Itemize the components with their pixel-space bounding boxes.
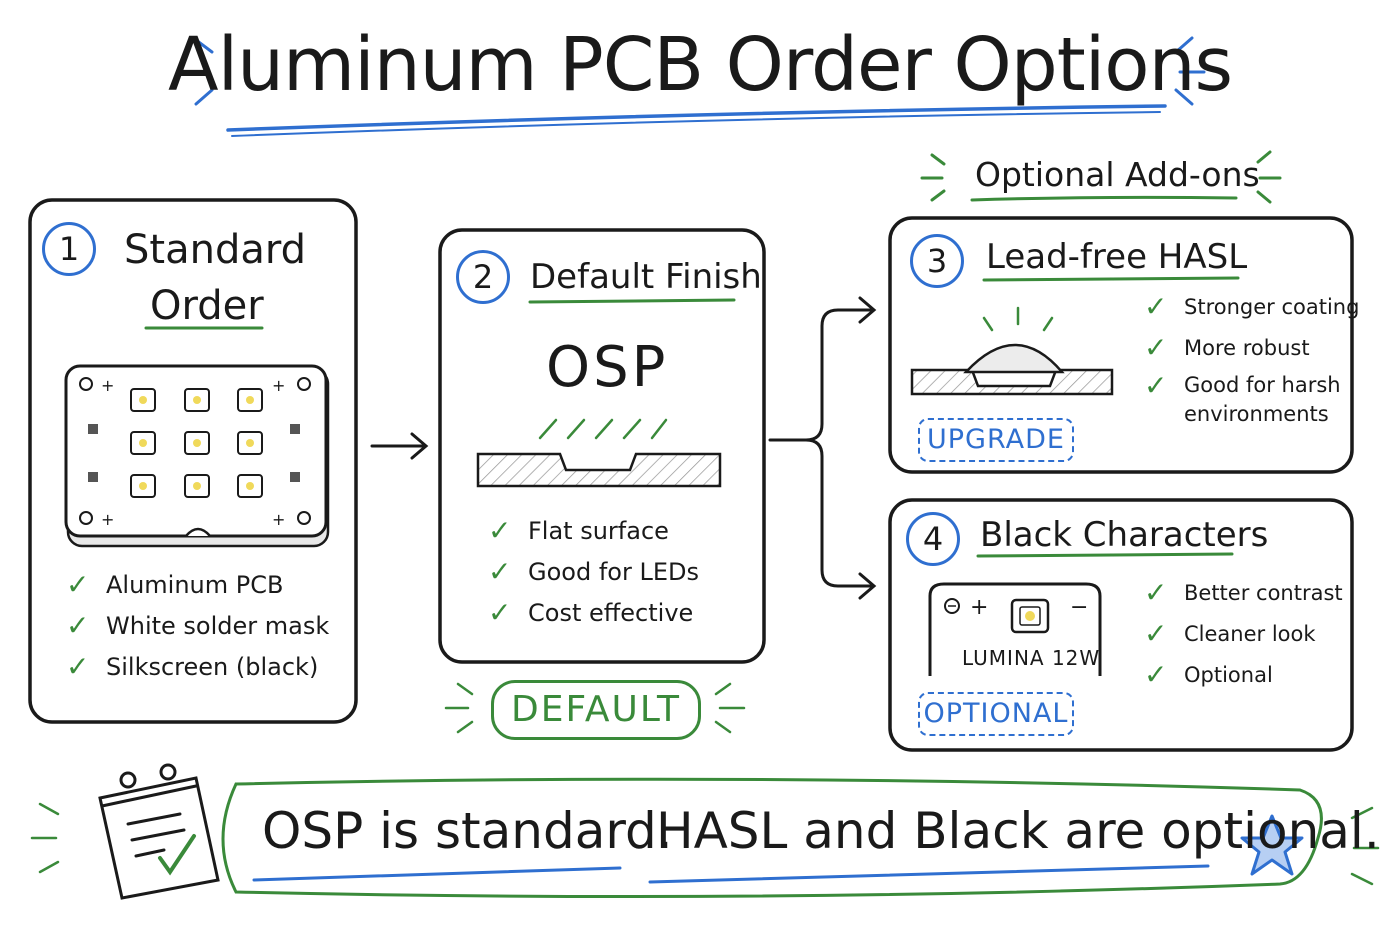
svg-text:+: + bbox=[101, 376, 114, 395]
check-icon: ✓ bbox=[66, 650, 90, 683]
list-item: ✓White solder mask bbox=[66, 609, 330, 642]
card-3-number: 3 bbox=[910, 234, 964, 288]
title-spark-left-icon bbox=[180, 38, 214, 106]
svg-text:+: + bbox=[272, 510, 285, 529]
list-item: ✓Aluminum PCB bbox=[66, 568, 284, 601]
star-icon bbox=[1240, 814, 1304, 876]
addons-spark-left-icon bbox=[920, 153, 946, 202]
osp-cross-section bbox=[476, 452, 722, 488]
card-3-list: ✓Stronger coating ✓More robust ✓Good for… bbox=[1144, 286, 1359, 426]
hasl-cross-section bbox=[910, 368, 1114, 396]
osp-label: OSP bbox=[546, 335, 669, 400]
check-icon: ✓ bbox=[488, 555, 512, 588]
check-icon: ✓ bbox=[1144, 368, 1168, 402]
check-icon: ✓ bbox=[1144, 617, 1168, 650]
list-item: ✓Stronger coating bbox=[1144, 290, 1360, 323]
optional-badge: OPTIONAL bbox=[918, 692, 1074, 736]
svg-text:+: + bbox=[101, 510, 114, 529]
board-label: LUMINA 12W bbox=[962, 646, 1101, 670]
list-item: ✓Good for harsh bbox=[1144, 368, 1341, 402]
check-icon: ✓ bbox=[1144, 658, 1168, 691]
title-spark-right-icon bbox=[1174, 36, 1206, 106]
hasl-shine-icon bbox=[982, 306, 1054, 332]
card-2-title: Default Finish bbox=[530, 257, 762, 297]
svg-text:+: + bbox=[272, 376, 285, 395]
check-icon: ✓ bbox=[1144, 331, 1168, 364]
card-1-frame bbox=[28, 198, 358, 724]
bottom-text-optional: HASL and Black are optional. bbox=[656, 802, 1380, 860]
card-4-frame bbox=[888, 498, 1354, 752]
card-3-frame bbox=[888, 216, 1354, 474]
bottom-spark-left-icon bbox=[30, 802, 60, 874]
addons-heading: Optional Add-ons bbox=[975, 155, 1260, 194]
list-item: ✓Optional bbox=[1144, 658, 1273, 691]
svg-text:+: + bbox=[970, 595, 988, 620]
check-icon: ✓ bbox=[488, 514, 512, 547]
list-item: ✓Cost effective bbox=[488, 596, 694, 629]
clipboard-check-icon bbox=[98, 763, 220, 900]
check-icon: ✓ bbox=[488, 596, 512, 629]
upgrade-badge: UPGRADE bbox=[918, 418, 1074, 462]
card-1-number: 1 bbox=[42, 222, 96, 276]
list-item: environments bbox=[1184, 402, 1329, 426]
list-item: ✓Silkscreen (black) bbox=[66, 650, 319, 683]
branch-arrows bbox=[768, 296, 877, 600]
title-underline bbox=[226, 104, 1167, 132]
card-2-frame bbox=[438, 228, 766, 664]
pcb-board-icon: + + + + bbox=[64, 364, 330, 548]
list-item: ✓Cleaner look bbox=[1144, 617, 1316, 650]
card-4-list: ✓Better contrast ✓Cleaner look ✓Optional bbox=[1144, 572, 1343, 695]
list-item: ✓Flat surface bbox=[488, 514, 669, 547]
default-spark-right-icon bbox=[714, 682, 746, 734]
list-item: ✓Better contrast bbox=[1144, 576, 1343, 609]
list-item: ✓More robust bbox=[1144, 331, 1310, 364]
card-4-title: Black Characters bbox=[980, 515, 1269, 555]
card-1-list: ✓Aluminum PCB ✓White solder mask ✓Silksc… bbox=[66, 564, 329, 687]
card-2-number: 2 bbox=[456, 250, 510, 304]
card-4-number: 4 bbox=[906, 512, 960, 566]
card-1-title-line2: Order bbox=[150, 283, 264, 329]
check-icon: ✓ bbox=[66, 568, 90, 601]
bottom-banner-frame bbox=[221, 777, 1323, 898]
arrow-right-icon bbox=[370, 432, 429, 460]
check-icon: ✓ bbox=[1144, 290, 1168, 323]
default-badge: DEFAULT bbox=[491, 680, 701, 740]
lumina-board-icon: + − bbox=[928, 582, 1102, 676]
card-3-title: Lead-free HASL bbox=[986, 237, 1248, 277]
check-icon: ✓ bbox=[66, 609, 90, 642]
addons-spark-right-icon bbox=[1256, 150, 1282, 204]
bottom-spark-right-icon bbox=[1350, 806, 1380, 886]
svg-text:−: − bbox=[1070, 595, 1088, 620]
page-title: Aluminum PCB Order Options bbox=[167, 22, 1233, 108]
list-item: ✓Good for LEDs bbox=[488, 555, 699, 588]
hasl-dome-icon bbox=[963, 343, 1065, 374]
bottom-text-osp: OSP is standard. bbox=[262, 802, 673, 860]
card-2-list: ✓Flat surface ✓Good for LEDs ✓Cost effec… bbox=[488, 510, 699, 633]
osp-spray-icon bbox=[538, 418, 668, 440]
check-icon: ✓ bbox=[1144, 576, 1168, 609]
card-1-title-line1: Standard bbox=[124, 227, 306, 273]
default-spark-left-icon bbox=[444, 682, 474, 734]
